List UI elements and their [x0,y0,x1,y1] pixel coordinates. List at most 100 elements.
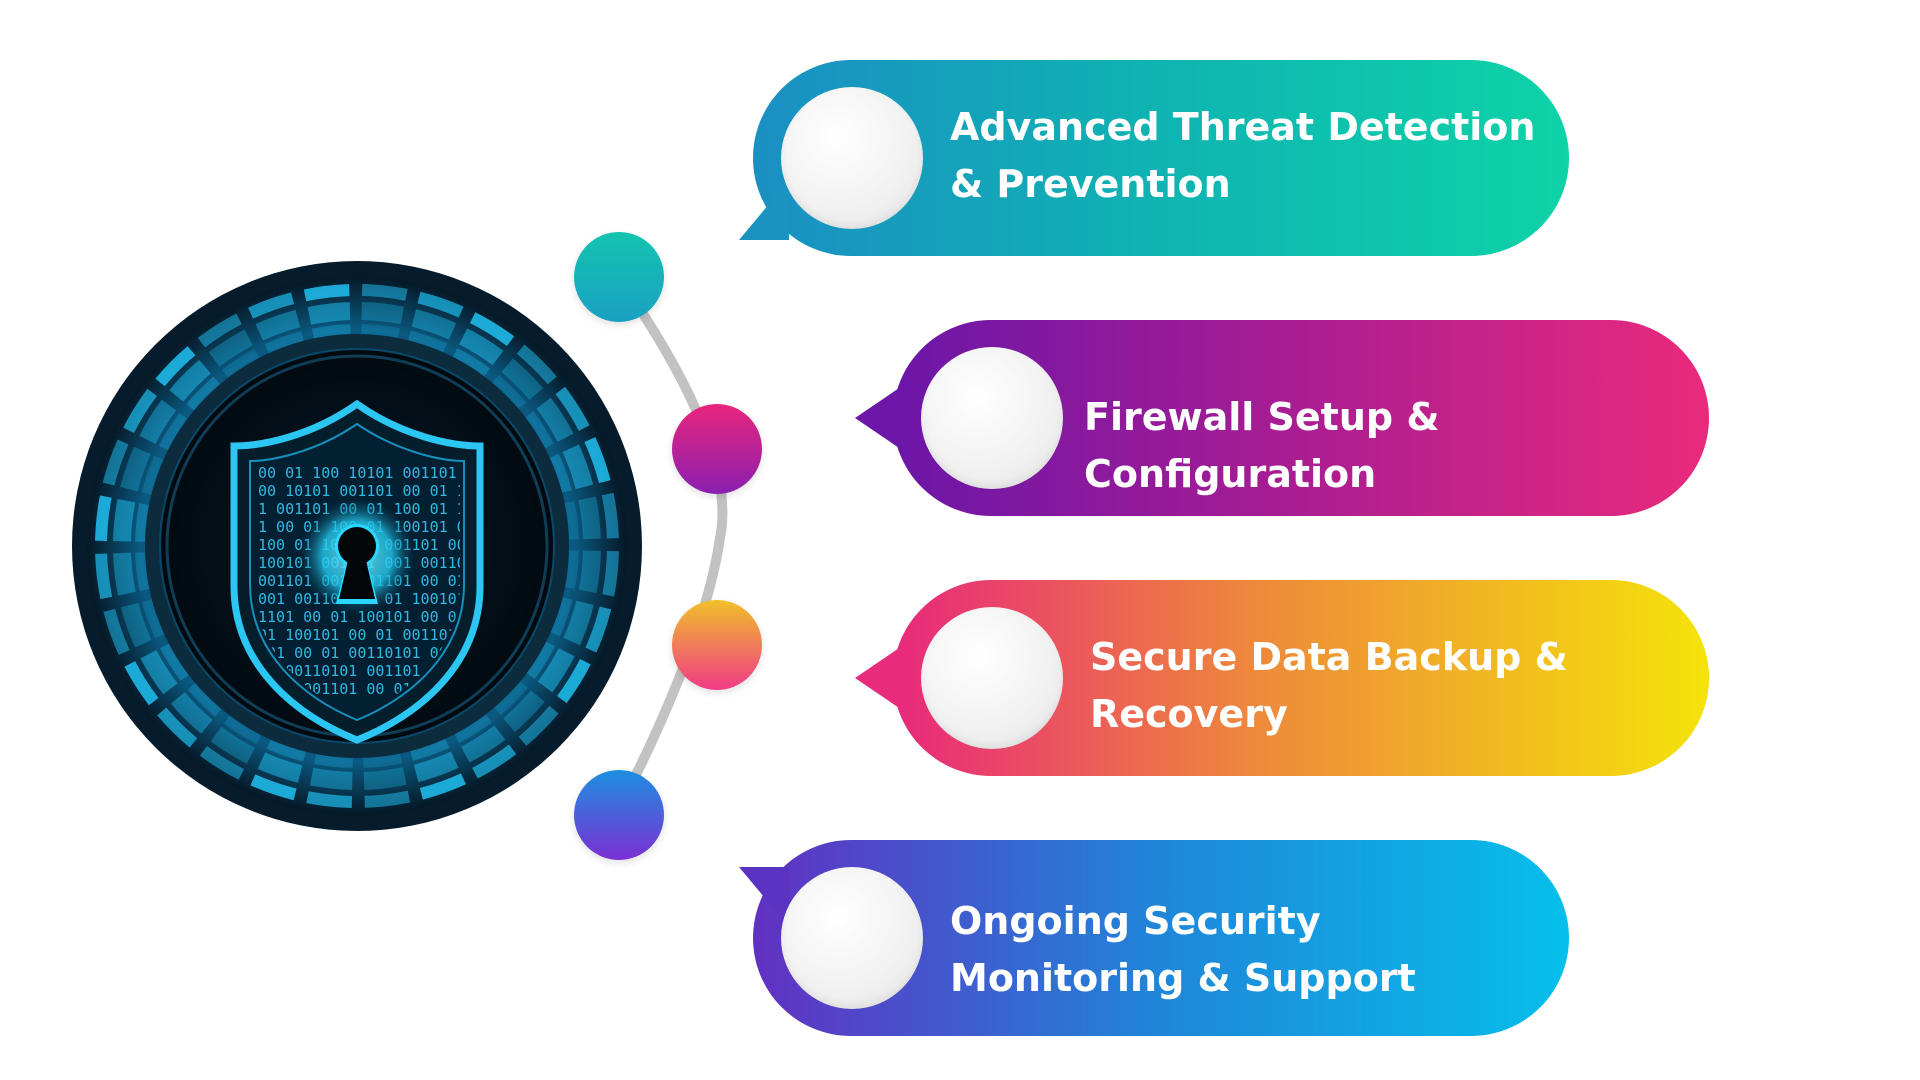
ring-segment [536,397,574,442]
ring-segment [361,302,405,325]
ring-segment [223,715,262,745]
ring-segment [113,498,136,542]
ring-segment [169,359,211,402]
ring-segment [123,388,157,434]
ring-segment [199,746,245,780]
ring-segment [208,329,253,367]
security-badge-icon: 00 01 100 10101 001101 00 00 10101 00110… [72,261,642,831]
ring-segment [550,597,573,637]
ring-segment [140,650,178,695]
connector-dot-4 [574,770,664,860]
ring-segment [103,608,130,655]
bubble-tail [739,180,789,240]
ring-segment [159,643,189,681]
connector-dot-3 [672,600,762,690]
ring-segment [158,412,188,451]
ring-segment [197,313,242,348]
ring-segment [557,658,591,704]
ring-segment [142,599,165,639]
bubble-circle [921,607,1063,749]
ring-segment [503,690,545,733]
ring-segment [525,411,555,449]
ring-segment [135,503,149,542]
ring-segment [601,492,619,539]
ring-segment [303,284,350,302]
ring-segment [187,683,222,717]
connector-dot-2 [672,404,762,494]
ring-segment [565,550,579,589]
bubble-circle [781,87,923,229]
ring-segment [141,455,164,495]
binary-row: 00 10101 001101 00 01 100 [258,482,484,500]
ring-segment [95,553,113,600]
feature-bubble-backup: Secure Data Backup & Recovery [855,580,1709,776]
feature-label: Secure Data Backup & Recovery [1090,635,1568,736]
ring-segment [255,309,301,341]
ring-segment [578,550,601,594]
binary-row: 00 01 100 10101 001101 00 [258,464,484,482]
binary-row: 01 00110101 001101 00 01 1 [258,662,493,680]
ring-segment [157,707,198,748]
ring-segment [549,453,572,493]
ring-segment [501,358,544,400]
ring-segment [222,348,260,378]
feature-bubble-firewall: Firewall Setup & Configuration [855,320,1709,516]
feature-label: Firewall Setup & Configuration [1084,395,1440,496]
ring-segment [494,681,528,716]
ring-segment [454,714,492,744]
ring-segment [307,302,351,325]
ring-segment [309,767,353,790]
ring-segment [311,324,351,339]
ring-segment [257,752,303,783]
ring-segment [186,376,220,411]
ring-segment [518,705,559,746]
binary-row: 1101 00 01 100101 00 01 00 [258,608,493,626]
ring-segment [306,791,353,808]
feature-bubble-threat-detection: Advanced Threat Detection & Prevention [739,60,1569,256]
ring-segment [537,648,575,693]
ring-segment [120,602,152,648]
ring-segment [102,439,129,486]
ring-segment [469,312,515,346]
ring-segment [419,773,466,800]
ring-segment [413,751,459,783]
bubble-tail [855,384,905,452]
bubble-tail [855,644,905,712]
ring-segment [452,347,491,377]
ring-segment [584,437,611,484]
ring-segment [461,725,506,763]
ring-segment [139,399,177,444]
segment-ring [95,284,619,808]
ring-segment [408,330,448,353]
feature-label: Advanced Threat Detection & Prevention [950,105,1536,206]
ring-segment [472,744,517,779]
ring-segment [364,790,411,808]
ring-segment [459,328,504,366]
ring-segment [135,552,150,592]
ring-segment [526,641,556,680]
ring-segment [248,292,295,319]
ring-segment [363,753,403,768]
ring-segment [170,692,213,734]
bubble-circle [781,867,923,1009]
connector-dot-1 [574,232,664,322]
ring-segment [361,284,408,301]
bubble-circle [921,347,1063,489]
feature-bubble-monitoring: Ongoing Security Monitoring & Support [739,840,1569,1036]
ring-segment [264,331,304,354]
ring-segment [411,309,457,340]
binary-row: 101 00 01 00110101 001101 [258,644,484,662]
ring-segment [410,738,450,761]
bubble-tail [739,867,789,927]
ring-segment [602,550,619,597]
ring-segment [562,444,594,490]
ring-segment [95,495,112,542]
ring-segment [492,375,527,409]
ring-segment [417,291,464,318]
ring-segment [578,496,601,540]
ring-segment [210,726,255,764]
ring-segment [155,346,196,387]
ring-segment [113,552,136,596]
